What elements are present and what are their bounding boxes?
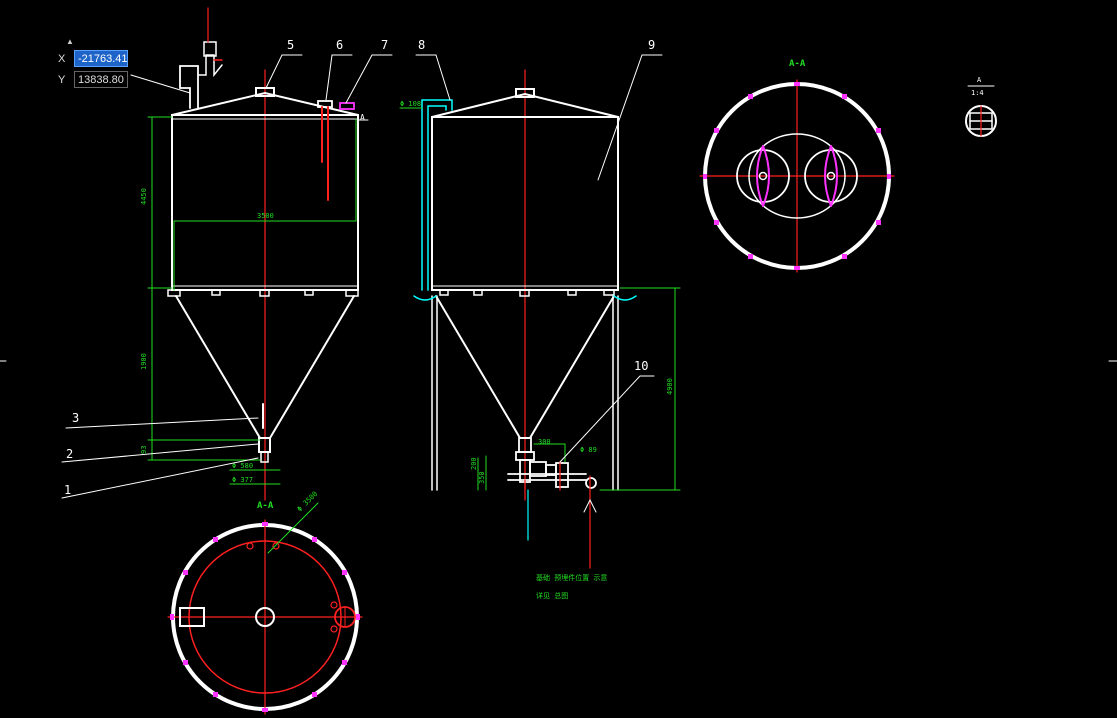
svg-text:Φ 377: Φ 377 bbox=[232, 476, 253, 484]
balloon-5: 5 bbox=[287, 38, 294, 52]
balloon-8: 8 bbox=[418, 38, 425, 52]
svg-text:Φ 108: Φ 108 bbox=[400, 100, 421, 108]
detail-callout: A 1:4 bbox=[965, 76, 997, 137]
detail-letter: A bbox=[977, 76, 982, 84]
x-coordinate-row[interactable]: X -21763.41 bbox=[56, 50, 136, 69]
section-label-bottom: A-A bbox=[257, 501, 274, 511]
y-coordinate-row[interactable]: Y 13838.80 bbox=[56, 71, 136, 90]
side-elevation-view: Φ 108 4900 bbox=[399, 69, 681, 600]
balloon-9: 9 bbox=[648, 38, 655, 52]
bottom-plan-lug-markers bbox=[170, 522, 360, 712]
y-coordinate-field[interactable]: 13838.80 bbox=[74, 71, 128, 88]
fill-pipe-8 bbox=[421, 99, 453, 291]
side-leader-lines bbox=[415, 54, 663, 463]
caret-up-icon: ▲ bbox=[66, 37, 74, 46]
svg-text:200: 200 bbox=[470, 457, 478, 470]
coordinate-readout: ▲ X -21763.41 Y 13838.80 bbox=[56, 37, 136, 92]
side-dimensions bbox=[477, 287, 681, 491]
svg-text:3500: 3500 bbox=[257, 212, 274, 220]
balloon-3: 3 bbox=[72, 411, 79, 425]
svg-text:4900: 4900 bbox=[666, 378, 674, 395]
front-elevation-view: A 4450 1900 93 3500 Φ 580 Φ 377 bbox=[140, 7, 369, 501]
svg-text:Φ 3500: Φ 3500 bbox=[296, 490, 320, 514]
filter-exhaust-pipe bbox=[197, 54, 223, 78]
roof-nozzle-7 bbox=[339, 102, 355, 110]
section-label-top: A-A bbox=[789, 59, 806, 69]
filter-cap bbox=[203, 41, 217, 57]
support-legs bbox=[431, 295, 619, 491]
top-plan-lug-markers bbox=[703, 82, 891, 270]
roof-nozzle-6 bbox=[317, 100, 333, 108]
bottom-outlet-flange bbox=[260, 451, 269, 463]
balloon-6: 6 bbox=[336, 38, 343, 52]
svg-text:300: 300 bbox=[538, 438, 551, 446]
svg-text:Φ 89: Φ 89 bbox=[580, 446, 597, 454]
svg-text:350: 350 bbox=[478, 471, 486, 484]
dust-filter bbox=[179, 65, 199, 109]
x-coordinate-field[interactable]: -21763.41 bbox=[74, 50, 128, 67]
balloon-7: 7 bbox=[381, 38, 388, 52]
front-dimensions bbox=[147, 116, 357, 485]
top-plan-view bbox=[699, 79, 895, 273]
svg-text:4450: 4450 bbox=[140, 188, 148, 205]
inspection-hatch bbox=[179, 607, 205, 627]
svg-text:Φ 580: Φ 580 bbox=[232, 462, 253, 470]
svg-text:基础 预埋件位置 示意: 基础 预埋件位置 示意 bbox=[536, 573, 607, 582]
roof-manhole bbox=[255, 87, 275, 97]
side-roof-outline bbox=[431, 92, 619, 118]
balloon-2: 2 bbox=[66, 447, 73, 461]
front-dimension-texts: 4450 1900 93 3500 Φ 580 Φ 377 bbox=[140, 188, 274, 484]
svg-text:详见 总图: 详见 总图 bbox=[536, 591, 568, 600]
svg-text:93: 93 bbox=[140, 446, 148, 454]
balloon-10: 10 bbox=[634, 359, 648, 373]
discharge-assembly bbox=[507, 437, 597, 489]
front-leader-lines bbox=[61, 54, 393, 499]
balloon-1: 1 bbox=[64, 483, 71, 497]
right-footplate bbox=[613, 295, 637, 301]
svg-text:1900: 1900 bbox=[140, 353, 148, 370]
bottom-plan-view: Φ 3500 bbox=[167, 490, 363, 715]
svg-text:A: A bbox=[360, 113, 365, 122]
detail-scale: 1:4 bbox=[971, 89, 984, 97]
left-footplate bbox=[413, 295, 437, 301]
x-label: X bbox=[58, 53, 66, 65]
y-label: Y bbox=[58, 74, 66, 86]
central-outlet bbox=[255, 607, 275, 627]
